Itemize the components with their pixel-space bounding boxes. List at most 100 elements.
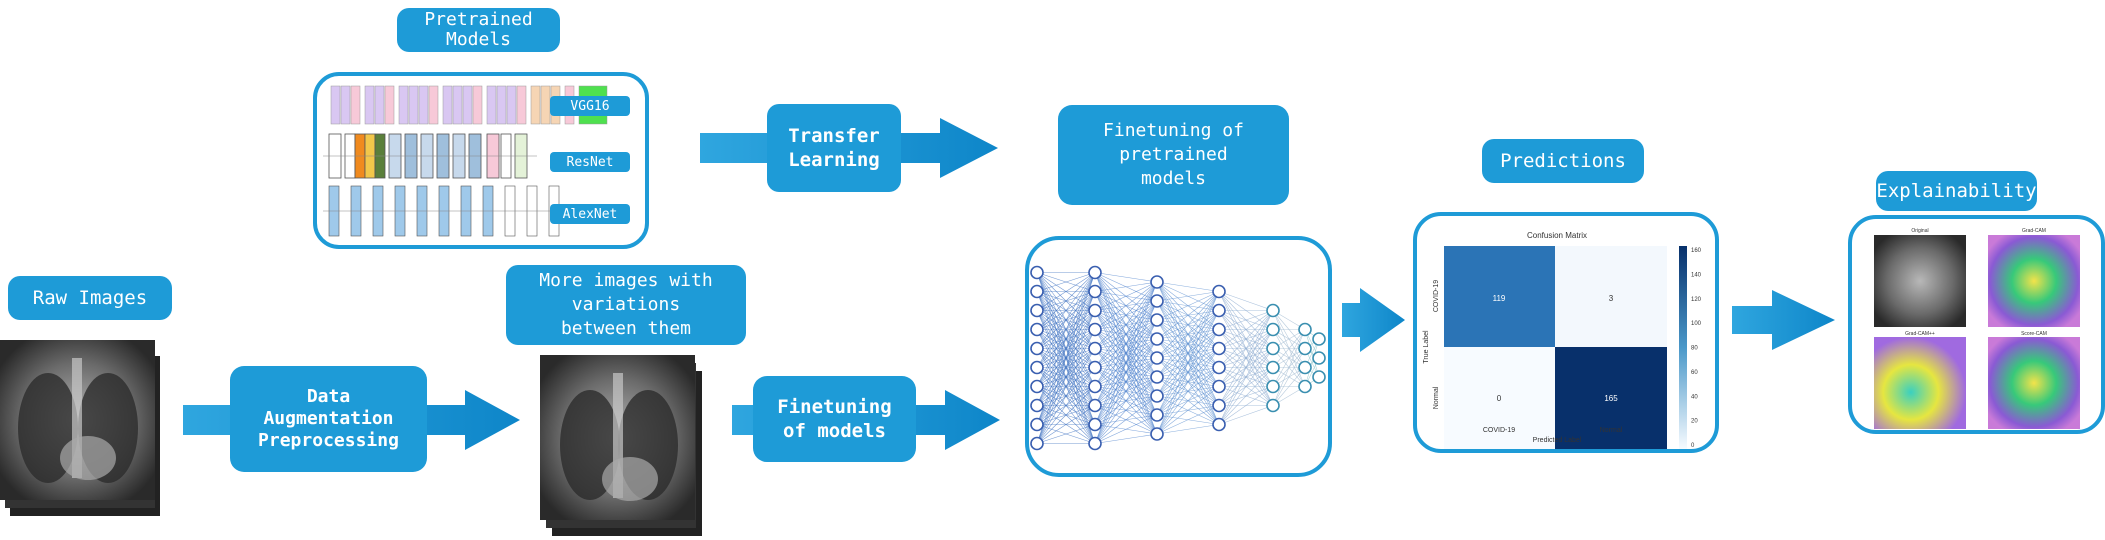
nn-node xyxy=(1212,284,1226,299)
nn-connection xyxy=(1156,291,1220,321)
nn-node xyxy=(1150,351,1164,365)
nn-connection xyxy=(1218,348,1274,425)
nn-connection xyxy=(1272,367,1306,406)
nn-connection xyxy=(1094,357,1158,444)
cm-xtick-covid: COVID-19 xyxy=(1483,427,1515,434)
nn-connection xyxy=(1036,367,1096,444)
model-tag-vgg16: VGG16 xyxy=(550,96,630,116)
nn-node xyxy=(1212,303,1226,318)
arrow-network-to-predictions xyxy=(1342,288,1405,352)
nn-connection xyxy=(1094,414,1158,444)
nn-node xyxy=(1030,379,1044,394)
cm-cell-tp xyxy=(1444,246,1555,347)
heatmap-title-original: Original xyxy=(1911,228,1928,234)
nn-connection xyxy=(1036,272,1096,349)
nn-connection xyxy=(1218,310,1274,387)
nn-connection xyxy=(1094,395,1158,444)
pretrained-models-panel: VGG16 ResNet AlexNet xyxy=(313,72,649,249)
nn-connection xyxy=(1304,338,1320,387)
nn-connection xyxy=(1094,319,1158,444)
heatmap-grid: Original Grad-CAM Grad-CAM++ Score-CAM xyxy=(1874,228,2080,429)
cm-colorbar-tick: 60 xyxy=(1691,370,1698,376)
raw-xray-stack xyxy=(0,340,160,516)
cm-value-tp: 119 xyxy=(1493,294,1506,303)
nn-connection xyxy=(1094,281,1158,406)
cm-cell-fp xyxy=(1444,347,1555,449)
nn-connection xyxy=(1094,338,1158,444)
nn-connection xyxy=(1218,310,1274,368)
nn-node xyxy=(1266,360,1280,375)
cm-colorbar-tick: 140 xyxy=(1691,272,1702,278)
nn-connection xyxy=(1218,310,1274,425)
nn-connection xyxy=(1036,272,1096,368)
nn-connection xyxy=(1094,281,1158,444)
nn-node xyxy=(1150,275,1164,289)
cm-colorbar-tick: 20 xyxy=(1691,419,1698,425)
cm-xtick-normal: Normal xyxy=(1600,427,1623,434)
cm-colorbar xyxy=(1679,246,1687,449)
nn-node xyxy=(1266,303,1280,318)
alexnet-layers xyxy=(323,185,567,237)
nn-connection xyxy=(1156,329,1220,435)
nn-connection xyxy=(1156,310,1220,435)
augmented-xray-stack xyxy=(540,355,702,536)
nn-node xyxy=(1088,379,1102,394)
heatmap-original xyxy=(1874,235,1966,327)
nn-node xyxy=(1212,417,1226,432)
label-explainability: Explainability xyxy=(1876,171,2037,211)
label-raw-images: Raw Images xyxy=(8,276,172,320)
nn-connection xyxy=(1156,424,1220,435)
nn-connection xyxy=(1156,291,1220,340)
nn-node xyxy=(1088,322,1102,337)
nn-connection xyxy=(1156,386,1220,435)
heatmap-gradcam-pp xyxy=(1874,337,1966,429)
nn-connection xyxy=(1218,329,1274,425)
nn-connection xyxy=(1156,291,1220,397)
nn-node xyxy=(1312,351,1326,365)
nn-node xyxy=(1088,417,1102,432)
nn-connection xyxy=(1094,281,1158,292)
nn-connection xyxy=(1218,405,1274,425)
heatmap-title-gradcam-pp: Grad-CAM++ xyxy=(1905,331,1935,337)
cm-colorbar-tick: 120 xyxy=(1691,297,1702,303)
nn-node xyxy=(1088,436,1102,451)
nn-node xyxy=(1088,398,1102,413)
nn-connection xyxy=(1156,291,1220,378)
label-data-augmentation: Data Augmentation Preprocessing xyxy=(230,366,427,472)
heatmap-title-scorecam: Score-CAM xyxy=(2021,331,2047,337)
nn-connection xyxy=(1094,281,1158,330)
nn-node xyxy=(1088,341,1102,356)
nn-connection xyxy=(1094,433,1158,444)
nn-connection xyxy=(1156,367,1220,435)
nn-connection xyxy=(1094,272,1158,283)
nn-connection xyxy=(1036,386,1096,444)
nn-node xyxy=(1212,360,1226,375)
cm-colorbar-tick: 160 xyxy=(1691,248,1702,254)
nn-node xyxy=(1266,379,1280,394)
nn-node xyxy=(1266,398,1280,413)
nn-node xyxy=(1212,398,1226,413)
cm-xlabel: Predicted Label xyxy=(1533,437,1582,444)
nn-connection xyxy=(1156,291,1220,435)
nn-node xyxy=(1150,313,1164,327)
nn-connection xyxy=(1218,291,1274,311)
confusion-matrix-chart: Confusion Matrix 119 3 0 165 COVID-19 No… xyxy=(1423,231,1702,449)
nn-node xyxy=(1088,360,1102,375)
cm-cell-tn xyxy=(1555,347,1667,449)
cm-colorbar-tick: 80 xyxy=(1691,346,1698,352)
nn-node xyxy=(1030,284,1044,299)
resnet-layers xyxy=(323,133,537,179)
nn-node xyxy=(1030,417,1044,432)
predictions-panel: Confusion Matrix 119 3 0 165 COVID-19 No… xyxy=(1413,212,1719,453)
label-pretrained-models: Pretrained Models xyxy=(397,8,560,52)
nn-node xyxy=(1266,341,1280,356)
label-predictions: Predictions xyxy=(1482,139,1644,183)
label-transfer-learning: Transfer Learning xyxy=(767,104,901,192)
nn-node xyxy=(1150,408,1164,422)
nn-node xyxy=(1298,341,1312,356)
nn-connection xyxy=(1094,300,1158,444)
nn-connection xyxy=(1272,348,1306,406)
nn-connection xyxy=(1156,281,1220,292)
nn-node xyxy=(1150,332,1164,346)
